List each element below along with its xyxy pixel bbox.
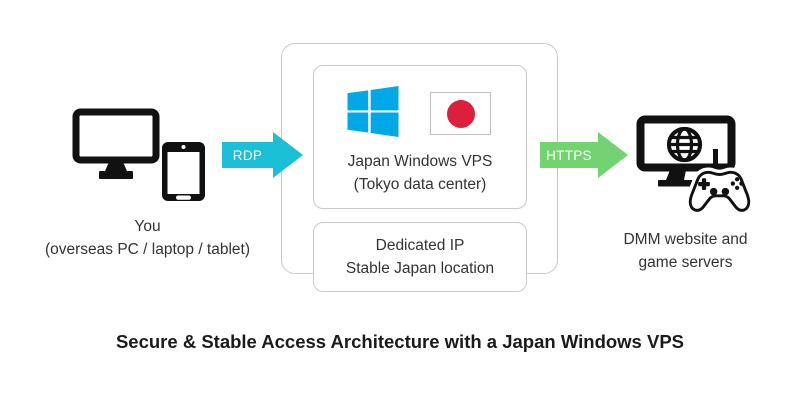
client-label: You (overseas PC / laptop / tablet) <box>25 215 270 261</box>
rdp-arrow-head <box>273 132 303 178</box>
japan-flag-icon <box>430 92 491 135</box>
globe-icon <box>666 126 703 163</box>
japan-flag-sun <box>446 99 475 128</box>
features-line2: Stable Japan location <box>345 260 495 277</box>
https-arrow: HTTPS <box>540 132 628 178</box>
servers-label-line2: game servers <box>638 253 733 271</box>
vps-label-line1: Japan Windows VPS <box>347 153 493 170</box>
servers-label: DMM website and game servers <box>598 229 773 274</box>
rdp-arrow: RDP <box>222 132 303 178</box>
windows-logo-icon <box>347 86 399 137</box>
features-line1: Dedicated IP <box>375 237 465 254</box>
rdp-arrow-label: RDP <box>232 147 263 163</box>
gamepad-icon <box>685 167 754 216</box>
features-box: Dedicated IP Stable Japan location <box>313 222 527 292</box>
client-label-line2: (overseas PC / laptop / tablet) <box>44 241 251 258</box>
https-arrow-body: HTTPS <box>540 142 598 168</box>
tablet-icon <box>161 141 206 202</box>
https-arrow-label: HTTPS <box>546 147 592 163</box>
server-monitor-icon <box>636 115 736 187</box>
vps-box: Japan Windows VPS (Tokyo data center) <box>313 65 527 209</box>
vps-label-line2: (Tokyo data center) <box>353 176 487 193</box>
https-arrow-head <box>598 132 628 178</box>
controller-cord <box>713 149 718 168</box>
diagram-title: Secure & Stable Access Architecture with… <box>115 331 685 352</box>
desktop-monitor-icon <box>72 108 160 184</box>
rdp-arrow-body: RDP <box>222 142 273 168</box>
client-label-line1: You <box>134 218 161 235</box>
servers-label-line1: DMM website and <box>623 231 748 248</box>
vps-label: Japan Windows VPS (Tokyo data center) <box>314 150 526 196</box>
